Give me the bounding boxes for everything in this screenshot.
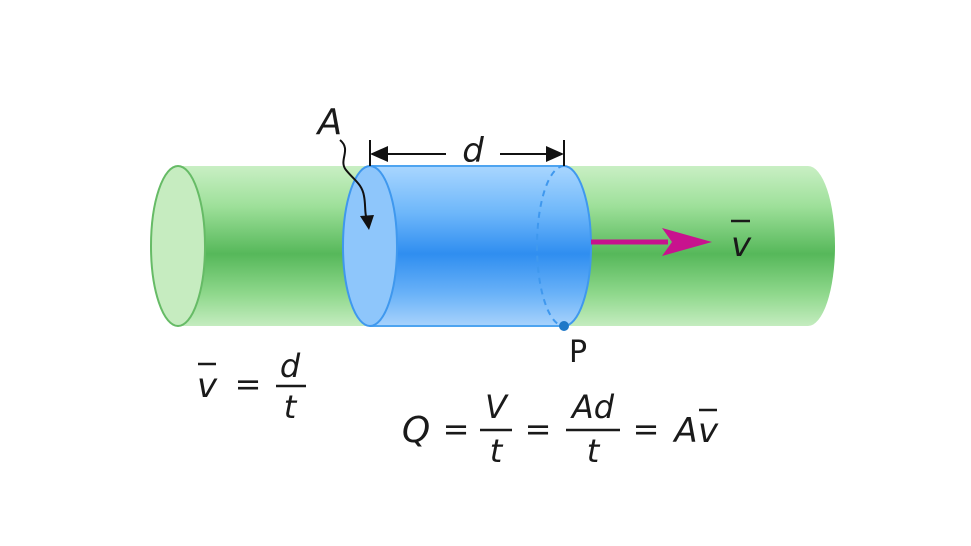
cross-section-area: [342, 165, 398, 327]
velocity-label: v: [731, 225, 752, 265]
flow-rate-equation: Q = V t = Ad t = A v: [402, 388, 719, 470]
flow-eq-equals-2: =: [525, 410, 552, 448]
velocity-eq-numerator: d: [280, 347, 301, 385]
fluid-back-edge: [563, 165, 592, 327]
flow-eq-frac1-num: V: [485, 388, 509, 426]
velocity-eq-equals: =: [235, 365, 262, 403]
point-label: P: [569, 335, 587, 370]
distance-label: d: [462, 131, 484, 171]
flow-eq-equals-3: =: [633, 410, 660, 448]
velocity-arrowhead: [662, 228, 712, 256]
flow-eq-frac1-den: t: [490, 432, 504, 470]
distance-dimension: d: [369, 131, 565, 171]
flow-eq-frac2-den: t: [587, 432, 601, 470]
velocity-vector: v: [591, 219, 752, 265]
flow-eq-frac2-num: Ad: [570, 388, 615, 426]
pipe-left-opening: [150, 165, 206, 327]
velocity-eq-denominator: t: [284, 388, 298, 426]
point-p: P: [559, 321, 587, 370]
flow-eq-q: Q: [402, 410, 430, 451]
area-pointer: [339, 139, 369, 223]
velocity-eq-lhs: v: [197, 366, 218, 406]
velocity-equation: v = d t: [197, 347, 306, 426]
fluid-hidden-edge: [536, 165, 565, 327]
flow-eq-product-v: v: [698, 411, 719, 451]
area-annotation: A: [316, 102, 374, 230]
area-label: A: [316, 102, 343, 143]
fluid-volume: [342, 165, 592, 327]
point-marker: [559, 321, 569, 331]
flow-eq-equals-1: =: [443, 410, 470, 448]
flow-eq-product-a: A: [672, 411, 697, 451]
